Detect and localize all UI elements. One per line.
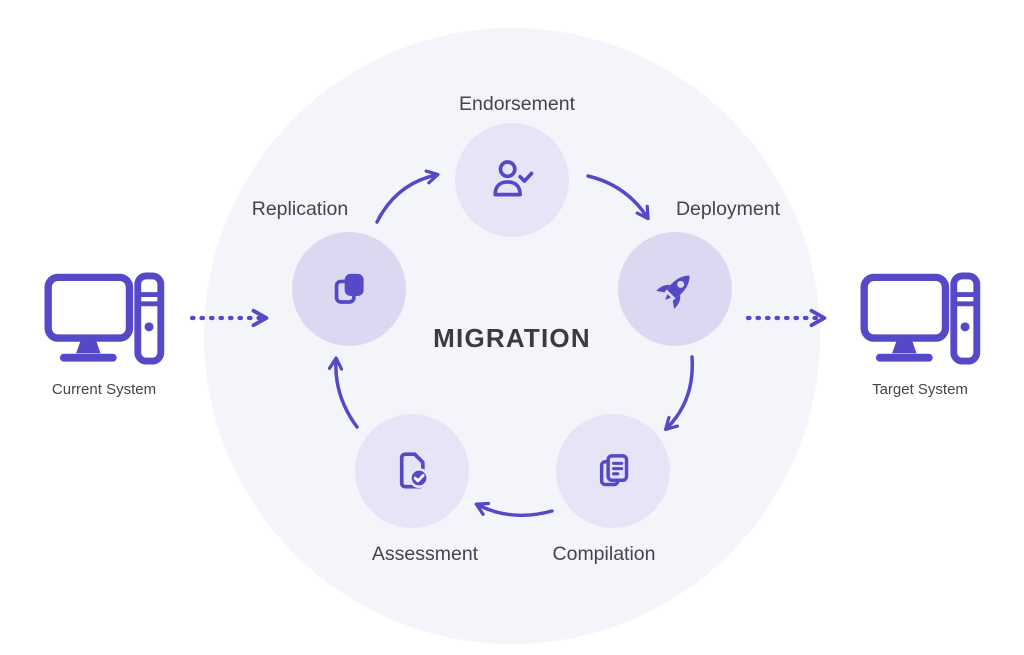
stage-node-replication — [292, 232, 406, 346]
stage-label-replication: Replication — [251, 198, 349, 220]
target-system-label: Target System — [872, 381, 968, 398]
stage-label-endorsement: Endorsement — [459, 93, 575, 115]
stage-label-assessment: Assessment — [371, 543, 479, 565]
desktop-computer-icon — [860, 272, 981, 365]
person-check-icon — [493, 160, 534, 197]
stage-node-assessment — [355, 414, 469, 528]
target-system: Target System — [838, 272, 1002, 398]
stage-node-deployment — [618, 232, 732, 346]
diagram-title: MIGRATION — [433, 323, 591, 353]
current-system-label: Current System — [51, 381, 157, 398]
document-check-icon — [399, 452, 430, 489]
documents-icon — [599, 454, 629, 487]
desktop-computer-icon — [44, 272, 165, 365]
current-system: Current System — [22, 272, 186, 398]
stage-label-compilation: Compilation — [552, 543, 656, 565]
rocket-icon — [656, 275, 690, 309]
stage-node-compilation — [556, 414, 670, 528]
copy-icon — [334, 273, 364, 304]
stage-label-deployment: Deployment — [675, 198, 781, 220]
stage-node-endorsement — [455, 123, 569, 237]
